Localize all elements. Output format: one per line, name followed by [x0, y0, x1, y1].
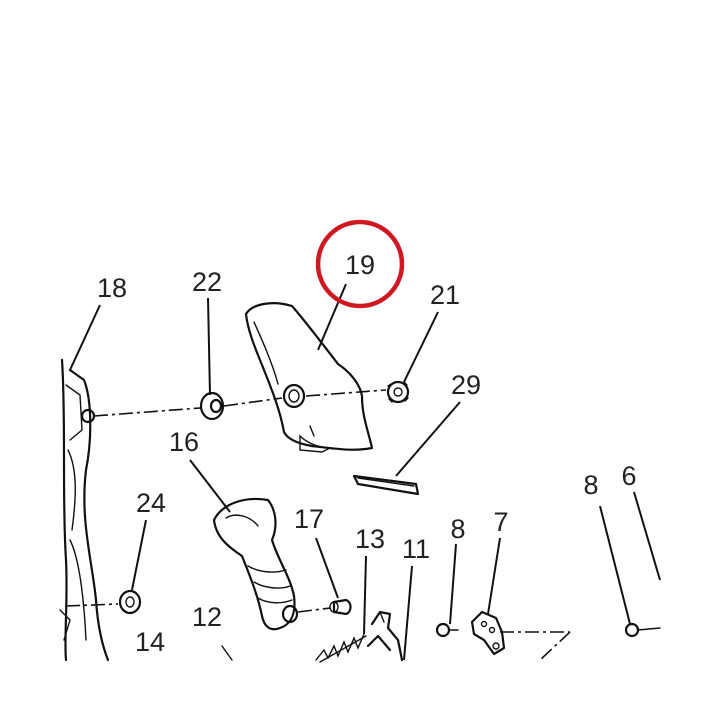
callout-13: 13 — [355, 524, 385, 554]
part-13-spring — [315, 633, 367, 663]
callout-17: 17 — [294, 504, 324, 534]
highlight-circle — [315, 219, 405, 309]
part-29-rubber-strip — [352, 474, 420, 496]
callout-11: 11 — [402, 534, 430, 564]
part-16-rubber-boot — [212, 497, 299, 631]
callout-16: 16 — [169, 427, 199, 457]
part-11-lever — [366, 610, 404, 662]
part-8-screw-a — [435, 622, 459, 638]
part-21-toothed-washer — [386, 380, 410, 404]
callout-21: 21 — [430, 280, 460, 310]
callout-29: 29 — [451, 370, 481, 400]
highlight-marker — [315, 219, 405, 309]
part-24-washer — [118, 589, 142, 615]
callout-12: 12 — [192, 602, 222, 632]
callout-18: 18 — [97, 273, 127, 303]
part-17-pin — [329, 598, 352, 616]
assembly-axes — [65, 389, 571, 661]
callout-labels: 18 22 19 21 29 16 24 17 13 8 7 11 8 6 12… — [97, 250, 637, 657]
part-7-bracket — [470, 610, 506, 656]
part-19-mounting-plate — [244, 302, 374, 453]
callout-7: 7 — [493, 507, 508, 537]
callout-24: 24 — [136, 488, 166, 518]
part-22-spacer-bushing — [199, 391, 225, 421]
callout-22: 22 — [192, 267, 222, 297]
leader-lines — [69, 283, 661, 661]
part-18-frame-bracket — [59, 358, 110, 662]
callout-19: 19 — [345, 250, 375, 280]
callout-14: 14 — [135, 627, 165, 657]
callout-6: 6 — [621, 461, 636, 491]
part-12-fragment — [221, 645, 233, 661]
part-8-screw-b — [624, 622, 661, 638]
callout-8-a: 8 — [450, 514, 465, 544]
callout-8-b: 8 — [583, 470, 598, 500]
